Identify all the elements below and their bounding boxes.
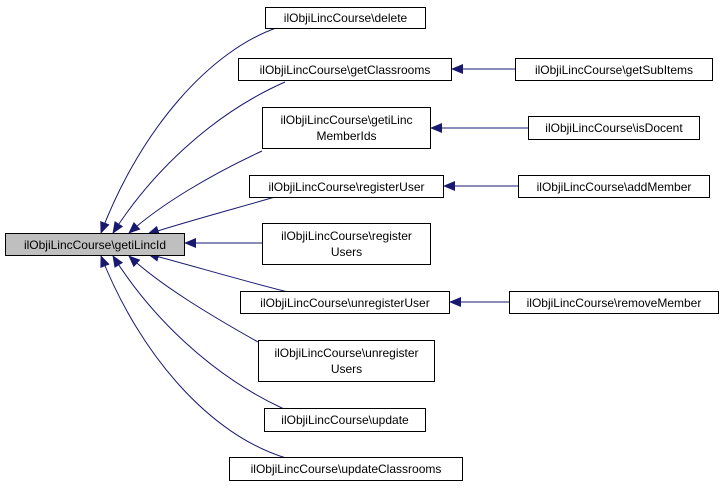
node-label: ilObjiLincCourse\addMember [536, 179, 692, 194]
node-label: ilObjiLincCourse\registerUser [268, 179, 425, 194]
node-label: ilObjiLincCourse\updateClassrooms [250, 462, 442, 476]
node-label: ilObjiLincCourse\getClassrooms [259, 62, 431, 77]
node-label: ilObjiLincCourse\getiLincId [23, 237, 167, 252]
node-unregisteruser[interactable]: ilObjiLincCourse\unregisterUser [240, 291, 450, 314]
node-unregisterusers[interactable]: ilObjiLincCourse\unregister Users [258, 340, 435, 382]
node-label-line-1: ilObjiLincCourse\unregister [274, 346, 419, 360]
node-update[interactable]: ilObjiLincCourse\update [264, 408, 426, 432]
node-label: ilObjiLincCourse\getSubItems [534, 62, 694, 77]
node-registerusers[interactable]: ilObjiLincCourse\register Users [262, 223, 431, 265]
node-label-line-1: ilObjiLincCourse\getiLinc [280, 113, 413, 127]
node-label-line-1: ilObjiLincCourse\register [281, 229, 412, 243]
edge-delete-to-root [100, 26, 280, 234]
node-label-line-2: MemberIds [316, 129, 377, 143]
edge-getclassrooms-to-root [112, 81, 286, 234]
node-addmember[interactable]: ilObjiLincCourse\addMember [518, 175, 710, 198]
node-label: ilObjiLincCourse\unregisterUser [260, 295, 430, 310]
node-updateclassrooms[interactable]: ilObjiLincCourse\updateClassrooms [229, 457, 463, 481]
node-removemember[interactable]: ilObjiLincCourse\removeMember [509, 291, 719, 314]
edge-unregisteruser-to-root [147, 251, 289, 293]
node-getilincid[interactable]: ilObjiLincCourse\getiLincId [5, 233, 185, 256]
node-getclassrooms[interactable]: ilObjiLincCourse\getClassrooms [238, 58, 452, 81]
node-label: ilObjiLincCourse\update [281, 413, 409, 427]
node-delete[interactable]: ilObjiLincCourse\delete [265, 7, 426, 29]
node-getilincmemberids[interactable]: ilObjiLincCourse\getiLinc MemberIds [262, 107, 431, 149]
node-getsubitems[interactable]: ilObjiLincCourse\getSubItems [515, 58, 713, 81]
edge-unregisterusers-to-root [128, 255, 259, 343]
node-label-line-2: Users [330, 245, 363, 259]
edge-updateclassrooms-to-root [100, 255, 287, 459]
node-label-line-2: Users [330, 362, 363, 376]
edge-getilincmemberids-to-root [128, 150, 263, 234]
node-registeruser[interactable]: ilObjiLincCourse\registerUser [249, 175, 444, 198]
node-isdocent[interactable]: ilObjiLincCourse\isDocent [528, 116, 700, 140]
node-label: ilObjiLincCourse\isDocent [545, 121, 683, 135]
node-label: ilObjiLincCourse\removeMember [526, 295, 702, 310]
edge-update-to-root [112, 255, 285, 410]
node-label: ilObjiLincCourse\delete [283, 11, 408, 25]
edge-registeruser-to-root [147, 196, 276, 236]
